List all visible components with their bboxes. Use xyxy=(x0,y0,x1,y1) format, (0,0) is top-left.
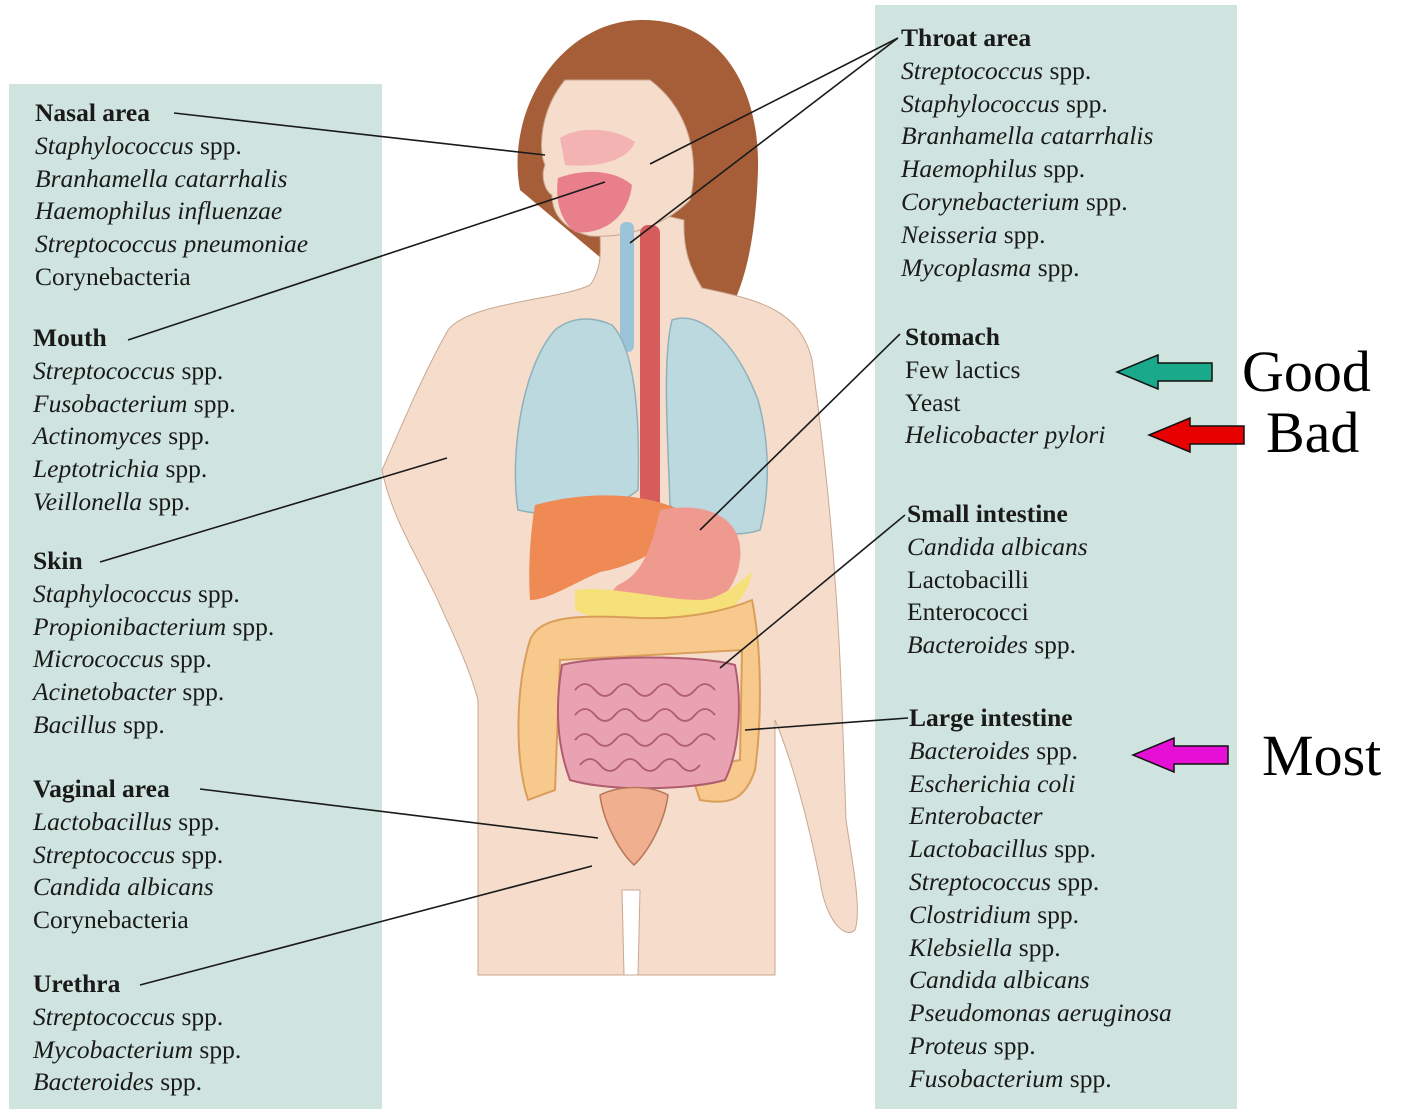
organism-item: Lactobacillus spp. xyxy=(909,833,1172,866)
bad-arrow xyxy=(1149,418,1244,452)
group-heading: Throat area xyxy=(901,22,1153,55)
group-heading: Small intestine xyxy=(907,498,1088,531)
leg-gap xyxy=(622,890,640,975)
organism-item: Bacillus spp. xyxy=(33,709,274,742)
group-heading: Stomach xyxy=(905,321,1105,354)
organism-item: Branhamella catarrhalis xyxy=(35,163,308,196)
group-heading: Large intestine xyxy=(909,702,1172,735)
organism-item: Escherichia coli xyxy=(909,768,1172,801)
stomach-group: Stomach Few lactics Yeast Helicobacter p… xyxy=(905,321,1105,452)
group-heading: Nasal area xyxy=(35,97,308,130)
small-intestine xyxy=(558,658,739,789)
most-label: Most xyxy=(1262,727,1381,785)
organism-item: Bacteroides spp. xyxy=(33,1066,241,1099)
organism-item: Staphylococcus spp. xyxy=(901,88,1153,121)
organism-item: Fusobacterium spp. xyxy=(909,1063,1172,1096)
organism-item: Candida albicans xyxy=(907,531,1088,564)
organism-item: Streptococcus spp. xyxy=(33,1001,241,1034)
group-heading: Skin xyxy=(33,545,274,578)
organism-item: Pseudomonas aeruginosa xyxy=(909,997,1172,1030)
skin-group: Skin Staphylococcus spp. Propionibacteri… xyxy=(33,545,274,742)
organism-item: Veillonella spp. xyxy=(33,486,236,519)
organism-item: Haemophilus spp. xyxy=(901,153,1153,186)
organism-item: Micrococcus spp. xyxy=(33,643,274,676)
organism-item: Staphylococcus spp. xyxy=(35,130,308,163)
organism-item: Lactobacillus spp. xyxy=(33,806,223,839)
organism-item: Leptotrichia spp. xyxy=(33,453,236,486)
organism-item: Clostridium spp. xyxy=(909,899,1172,932)
mouth-group: Mouth Streptococcus spp. Fusobacterium s… xyxy=(33,322,236,519)
group-heading: Mouth xyxy=(33,322,236,355)
organism-item: Actinomyces spp. xyxy=(33,420,236,453)
organism-item: Few lactics xyxy=(905,354,1105,387)
organism-item: Corynebacteria xyxy=(33,904,223,937)
organism-item: Staphylococcus spp. xyxy=(33,578,274,611)
good-label: Good xyxy=(1242,343,1371,401)
urethra-group: Urethra Streptococcus spp. Mycobacterium… xyxy=(33,968,241,1099)
organism-item: Yeast xyxy=(905,387,1105,420)
organism-item: Streptococcus spp. xyxy=(33,355,236,388)
small-intestine-group: Small intestine Candida albicans Lactoba… xyxy=(907,498,1088,662)
organism-item: Streptococcus pneumoniae xyxy=(35,228,308,261)
good-arrow xyxy=(1117,355,1212,389)
group-heading: Urethra xyxy=(33,968,241,1001)
organism-item: Bacteroides spp. xyxy=(909,735,1172,768)
organism-item: Klebsiella spp. xyxy=(909,932,1172,965)
organism-item: Haemophilus influenzae xyxy=(35,195,308,228)
organism-item: Propionibacterium spp. xyxy=(33,611,274,644)
throat-area-group: Throat area Streptococcus spp. Staphyloc… xyxy=(901,22,1153,284)
organism-item: Streptococcus spp. xyxy=(909,866,1172,899)
organism-item: Streptococcus spp. xyxy=(901,55,1153,88)
large-intestine-group: Large intestine Bacteroides spp. Escheri… xyxy=(909,702,1172,1096)
organism-item: Corynebacterium spp. xyxy=(901,186,1153,219)
nasal-area-group: Nasal area Staphylococcus spp. Branhamel… xyxy=(35,97,308,294)
group-heading: Vaginal area xyxy=(33,773,223,806)
organism-item: Enterococci xyxy=(907,596,1088,629)
organism-item: Branhamella catarrhalis xyxy=(901,120,1153,153)
organism-item: Neisseria spp. xyxy=(901,219,1153,252)
organism-item: Fusobacterium spp. xyxy=(33,388,236,421)
organism-item: Proteus spp. xyxy=(909,1030,1172,1063)
organism-item: Corynebacteria xyxy=(35,261,308,294)
organism-item: Acinetobacter spp. xyxy=(33,676,274,709)
organism-item: Mycobacterium spp. xyxy=(33,1034,241,1067)
vaginal-area-group: Vaginal area Lactobacillus spp. Streptoc… xyxy=(33,773,223,937)
organism-item: Streptococcus spp. xyxy=(33,839,223,872)
organism-item: Enterobacter xyxy=(909,800,1172,833)
organism-item: Helicobacter pylori xyxy=(905,419,1105,452)
organism-item: Candida albicans xyxy=(909,964,1172,997)
organism-item: Lactobacilli xyxy=(907,564,1088,597)
organism-item: Bacteroides spp. xyxy=(907,629,1088,662)
organism-item: Mycoplasma spp. xyxy=(901,252,1153,285)
organism-item: Candida albicans xyxy=(33,871,223,904)
esophagus xyxy=(640,225,660,525)
bad-label: Bad xyxy=(1266,404,1359,462)
